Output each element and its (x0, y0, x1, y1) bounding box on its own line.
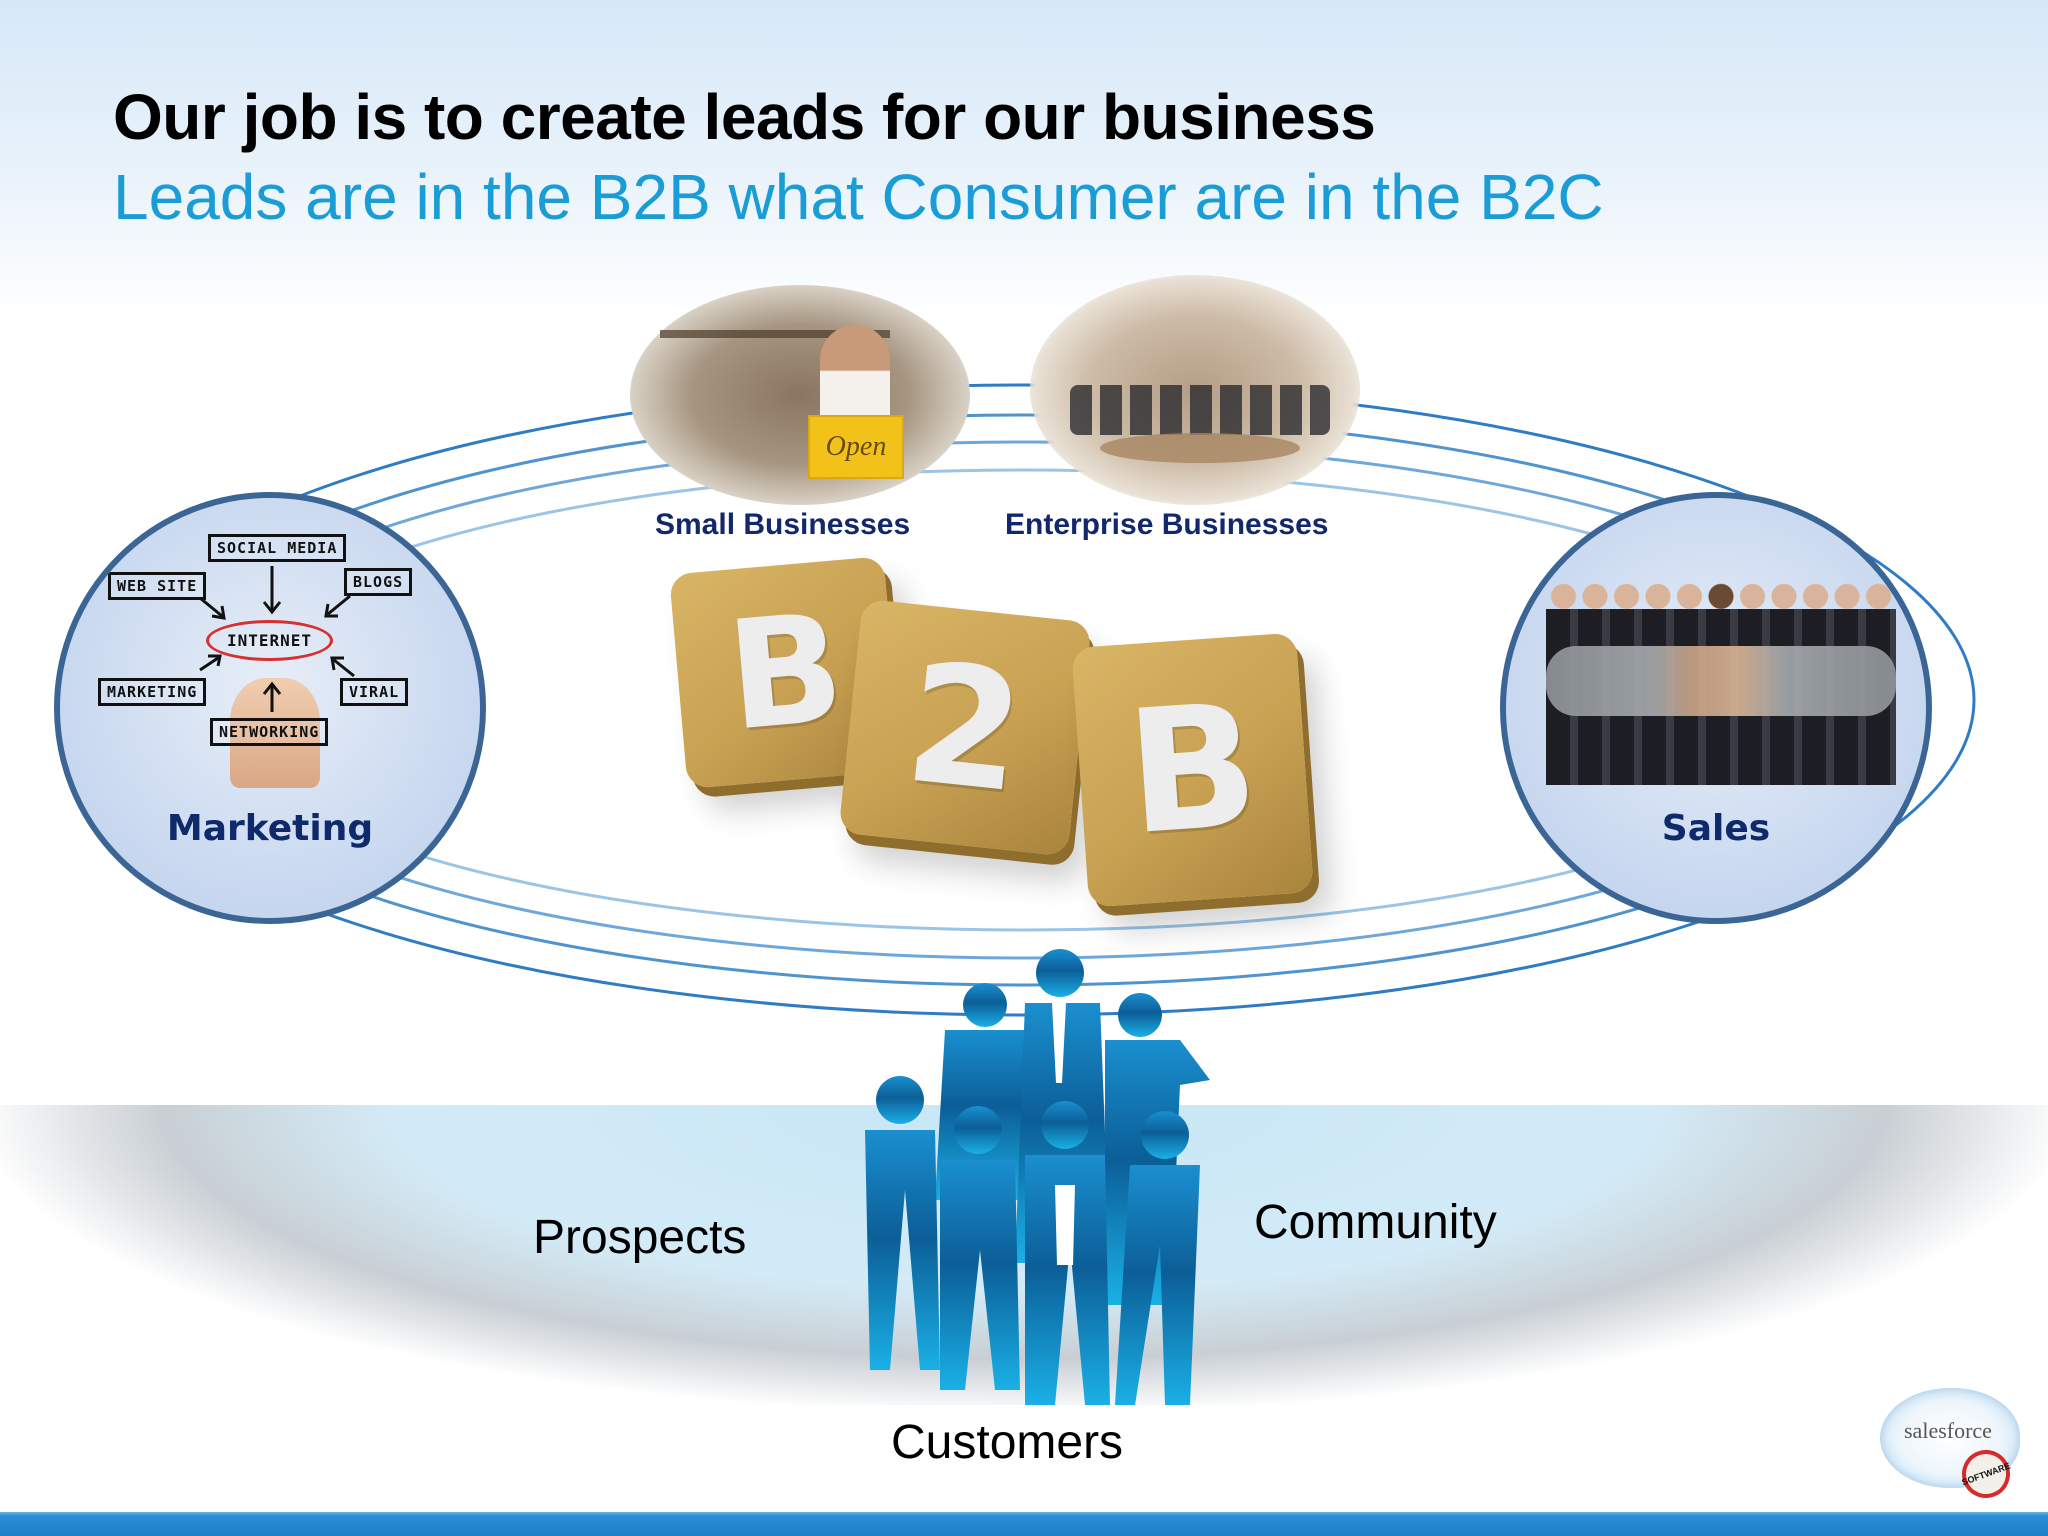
sales-label: Sales (1661, 808, 1771, 849)
slide-title: Our job is to create leads for our busin… (113, 81, 1376, 153)
node-marketing: MARKETING (98, 678, 207, 706)
node-internet: INTERNET (206, 620, 334, 661)
node-web-site: WEB SITE (108, 572, 207, 600)
node-social-media: SOCIAL MEDIA (208, 534, 347, 562)
marketing-circle: SOCIAL MEDIA WEB SITE BLOGS INTERNET MAR… (54, 492, 486, 924)
node-viral: VIRAL (340, 678, 409, 706)
handshake (1546, 646, 1896, 716)
marketing-label: Marketing (166, 808, 374, 849)
bottom-bar (0, 1512, 2048, 1536)
customers-label: Customers (891, 1416, 1124, 1469)
node-networking: NETWORKING (210, 718, 329, 746)
sales-circle: Sales (1500, 492, 1932, 924)
people-silhouettes (865, 949, 1210, 1405)
prospects-label: Prospects (533, 1211, 747, 1264)
meeting-people (1070, 385, 1330, 435)
enterprise-business-photo (1030, 275, 1360, 505)
open-sign: Open (808, 415, 904, 479)
small-businesses-label: Small Businesses (655, 508, 911, 541)
tile-2: 2 (838, 598, 1092, 857)
logo-brand: salesforce (1904, 1418, 1992, 1443)
slide-subtitle: Leads are in the B2B what Consumer are i… (113, 161, 1604, 233)
tile-b-right: B (1071, 632, 1314, 908)
community-label: Community (1254, 1196, 1497, 1249)
node-blogs: BLOGS (344, 568, 413, 596)
hand-with-marker (230, 678, 320, 788)
small-business-photo: Open (630, 285, 970, 505)
diagram-arrows (199, 566, 355, 712)
shop-shelf (660, 330, 890, 338)
conference-table (1100, 433, 1300, 463)
enterprise-businesses-label: Enterprise Businesses (1005, 508, 1329, 541)
